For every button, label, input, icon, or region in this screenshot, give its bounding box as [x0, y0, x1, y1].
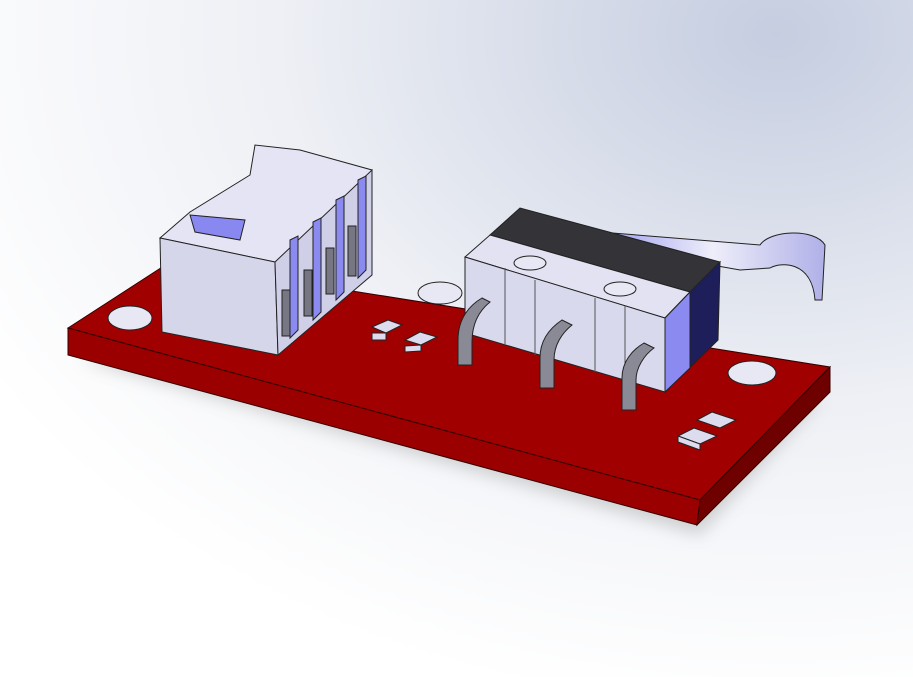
switch-hole	[603, 281, 637, 297]
smd-pad	[371, 332, 387, 341]
switch-hole	[513, 255, 547, 271]
smd-pad	[695, 411, 738, 429]
switch-pins	[457, 297, 655, 411]
switch-side-light	[664, 290, 691, 394]
connector-slot	[189, 214, 246, 241]
smd-pad	[677, 435, 701, 451]
connector-header	[158, 144, 373, 357]
pcb-right-face	[696, 365, 831, 527]
mounting-hole-right	[727, 360, 777, 386]
smd-pad	[370, 319, 404, 334]
switch-pin	[457, 297, 491, 366]
smd-pad	[404, 344, 422, 353]
switch-pin	[539, 319, 573, 389]
smd-pad	[403, 331, 439, 346]
connector-fins	[289, 175, 367, 340]
mounting-hole-center	[417, 281, 463, 305]
mounting-hole-left	[107, 305, 153, 331]
smd-pads	[370, 319, 738, 451]
micro-switch	[457, 207, 826, 411]
connector-pins	[281, 225, 357, 337]
switch-pin	[621, 342, 655, 411]
